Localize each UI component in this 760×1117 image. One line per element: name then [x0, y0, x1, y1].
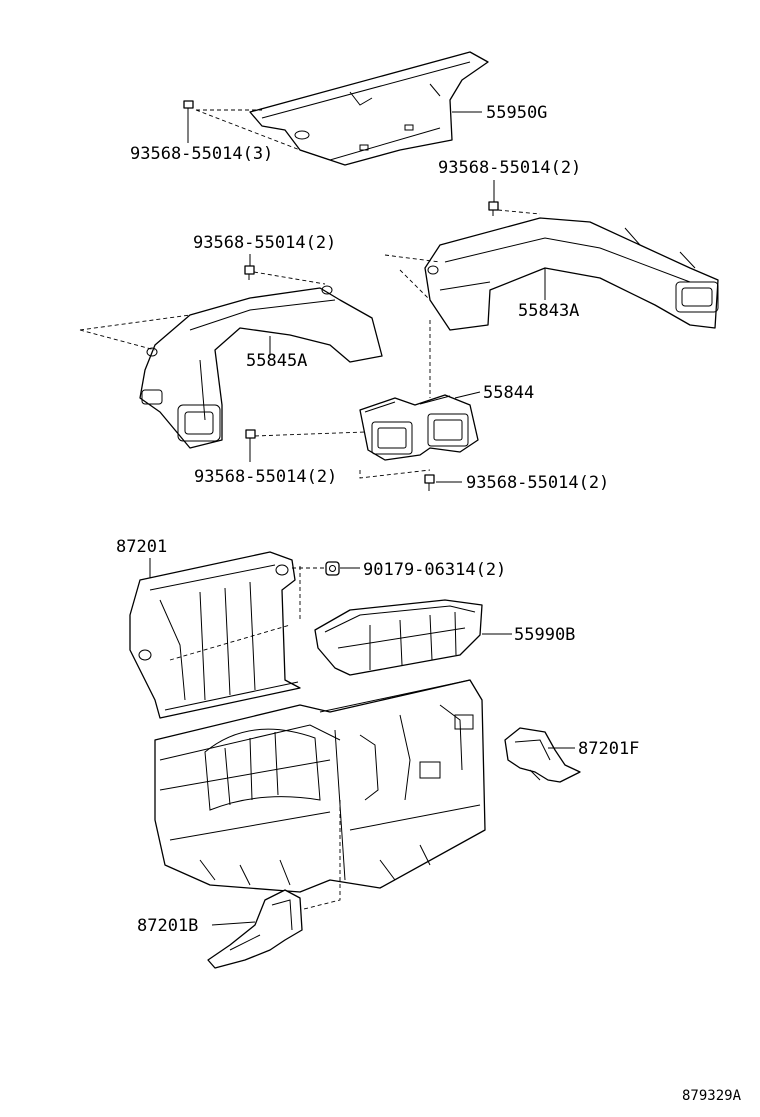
label-55950G: 55950G — [486, 103, 547, 123]
label-screw-e: 93568-55014(2) — [466, 473, 609, 493]
part-55950G — [195, 51, 489, 166]
label-nut: 90179-06314(2) — [363, 560, 506, 580]
screw-icon — [244, 265, 255, 280]
label-55843A: 55843A — [518, 301, 579, 321]
part-55845A — [79, 285, 383, 449]
part-55843A — [384, 217, 719, 331]
diagram-ref-code: 879329A — [682, 1088, 742, 1104]
part-55990B — [314, 599, 483, 676]
part-87201 — [129, 551, 301, 719]
screw-icon — [183, 100, 194, 118]
label-screw-d: 93568-55014(2) — [194, 467, 337, 487]
label-screw-b: 93568-55014(2) — [438, 158, 581, 178]
part-55844 — [359, 320, 479, 479]
label-87201B: 87201B — [137, 916, 198, 936]
label-55844: 55844 — [483, 383, 534, 403]
heater-unit — [154, 679, 486, 911]
label-55845A: 55845A — [246, 351, 307, 371]
nut-icon — [325, 561, 340, 576]
screw-icon — [245, 429, 256, 444]
part-87201B — [207, 889, 303, 969]
label-87201: 87201 — [116, 537, 167, 557]
label-screw-c: 93568-55014(2) — [193, 233, 336, 253]
label-87201F: 87201F — [578, 739, 639, 759]
screw-icon — [424, 474, 435, 491]
part-87201F — [504, 727, 581, 783]
label-screw-a: 93568-55014(3) — [130, 144, 273, 164]
label-55990B: 55990B — [514, 625, 575, 645]
leader-87201B — [211, 921, 256, 926]
leader-55844 — [454, 391, 481, 399]
screw-icon — [488, 201, 499, 216]
